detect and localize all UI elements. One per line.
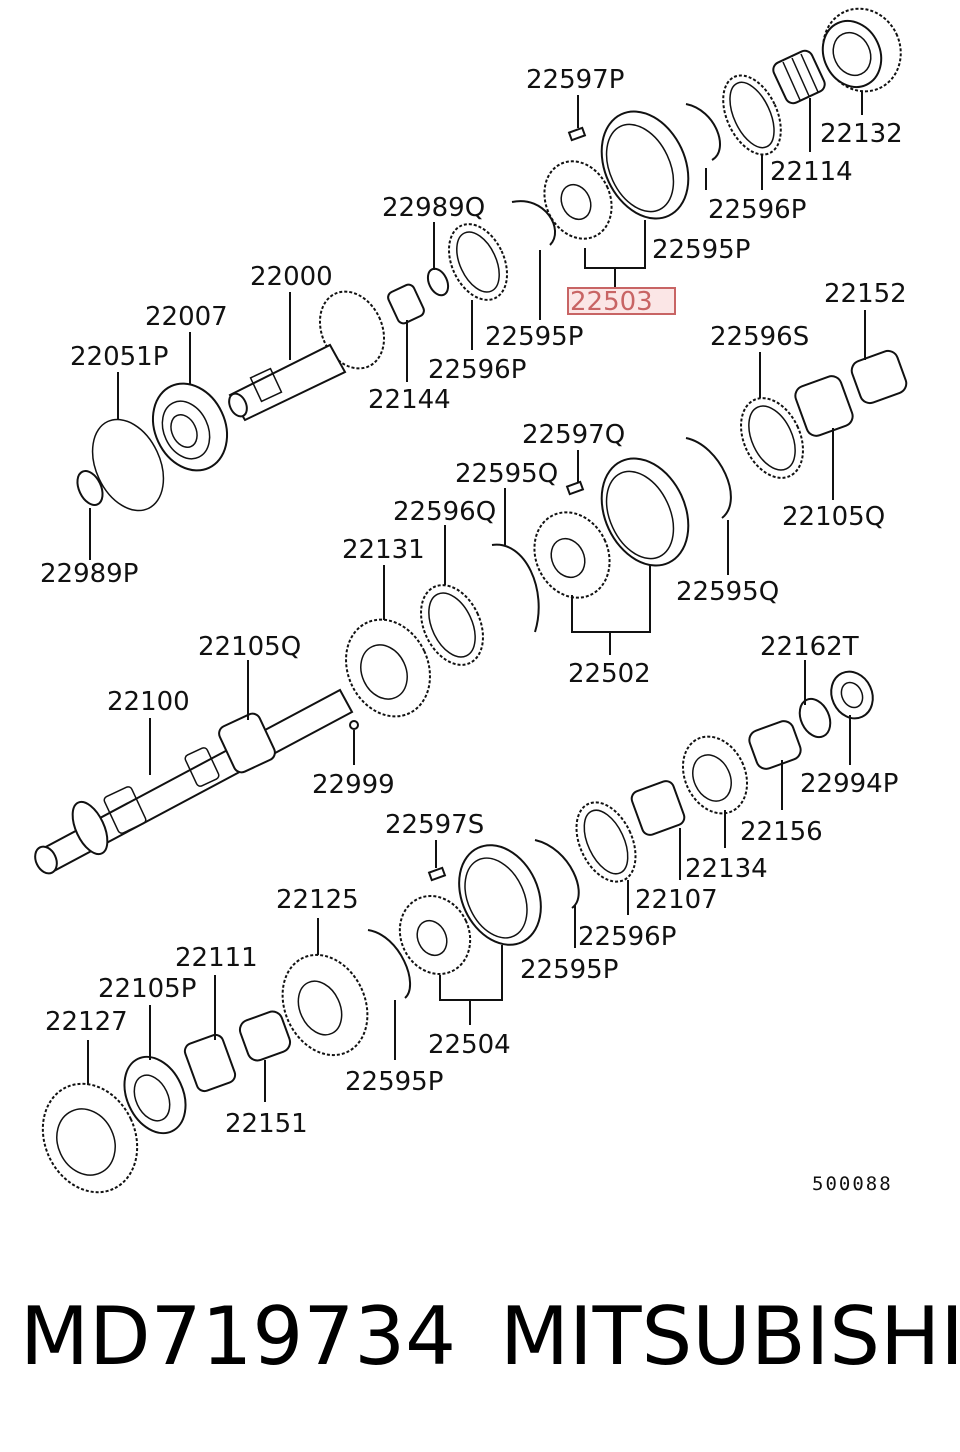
part-22134-gear xyxy=(681,735,749,815)
callout-22134: 22134 xyxy=(685,854,768,884)
callout-22156: 22156 xyxy=(740,817,823,847)
part-22151-bush xyxy=(238,1010,292,1062)
part-22596P-ring xyxy=(722,74,782,156)
callout-22504: 22504 xyxy=(428,1030,511,1060)
part-22596P-ring xyxy=(575,801,637,883)
callout-22502: 22502 xyxy=(568,659,651,689)
part-22131-gear xyxy=(345,618,431,718)
part-22595Q-spring xyxy=(491,543,540,633)
part-22595P-spring xyxy=(534,839,580,909)
callout-22503: 22503 xyxy=(570,287,653,317)
callout-22125: 22125 xyxy=(276,885,359,915)
callout-22597S: 22597S xyxy=(385,810,484,840)
callout-22989Q: 22989Q xyxy=(382,193,485,223)
part-22114-bearing xyxy=(772,49,826,105)
part-22502-sleeve xyxy=(600,457,690,567)
part-22132-gear xyxy=(821,7,902,93)
callout-22596Q: 22596Q xyxy=(393,497,496,527)
part-22597P-key xyxy=(567,126,587,142)
part-22596Q-ring xyxy=(420,584,484,666)
figure-code: 500088 xyxy=(812,1173,893,1195)
part-22162T-nut xyxy=(830,670,874,720)
part-number: MD719734 xyxy=(20,1290,457,1383)
callout-22051P: 22051P xyxy=(70,342,168,372)
callout-22595P: 22595P xyxy=(485,322,583,352)
part-22051P-ring xyxy=(91,418,165,512)
part-22107-bearing xyxy=(630,780,686,836)
callout-22132: 22132 xyxy=(820,119,903,149)
highlight-box xyxy=(567,287,676,315)
part-22156-bush xyxy=(748,720,802,770)
part-22502-hub xyxy=(533,511,611,599)
part-22596S-ring xyxy=(740,397,804,479)
part-22100-main-shaft xyxy=(34,688,354,875)
part-22595P-spring xyxy=(511,200,556,246)
callout-22595P: 22595P xyxy=(345,1067,443,1097)
callout-22597P: 22597P xyxy=(526,65,624,95)
part-22595P-spring xyxy=(367,929,411,999)
part-22144-bearing xyxy=(387,283,425,325)
part-22504-hub xyxy=(398,895,472,975)
callout-22595Q: 22595Q xyxy=(455,459,558,489)
part-22503-hub xyxy=(543,160,613,240)
part-22152-bush xyxy=(850,349,908,405)
callout-22596P: 22596P xyxy=(708,195,806,225)
callout-22000: 22000 xyxy=(250,262,333,292)
brand-name: MITSUBISHI xyxy=(500,1290,960,1383)
part-22597Q-key xyxy=(565,480,585,496)
callout-22989P: 22989P xyxy=(40,559,138,589)
callout-22127: 22127 xyxy=(45,1007,128,1037)
callout-22100: 22100 xyxy=(107,687,190,717)
part-22596P-ring xyxy=(447,223,509,301)
callout-22151: 22151 xyxy=(225,1109,308,1139)
part-22125-gear xyxy=(281,953,369,1057)
part-22597S-key xyxy=(427,866,447,882)
part-22595Q-spring xyxy=(685,437,732,519)
callout-22999: 22999 xyxy=(312,770,395,800)
callout-22596P: 22596P xyxy=(428,355,526,385)
leader-lines xyxy=(87,92,866,1102)
part-22989Q-snap-ring xyxy=(426,267,450,297)
part-22994P-washer xyxy=(798,697,832,739)
callout-22105P: 22105P xyxy=(98,974,196,1004)
callout-22114: 22114 xyxy=(770,157,853,187)
part-22504-sleeve xyxy=(458,844,542,946)
callout-22595P: 22595P xyxy=(520,955,618,985)
callout-22105Q: 22105Q xyxy=(198,632,301,662)
callout-22596S: 22596S xyxy=(710,322,809,352)
part-22503-sleeve xyxy=(600,110,690,220)
callout-22162T: 22162T xyxy=(760,632,859,662)
callout-22994P: 22994P xyxy=(800,769,898,799)
part-22000-input-shaft xyxy=(228,290,386,422)
product-title: MD719734 MITSUBISHI xyxy=(0,1290,960,1390)
callout-22144: 22144 xyxy=(368,385,451,415)
callout-labels: 22597P 22132 22114 22596P 22595P 22989Q … xyxy=(40,65,907,1195)
callout-22007: 22007 xyxy=(145,302,228,332)
callout-22595Q: 22595Q xyxy=(676,577,779,607)
callout-22107: 22107 xyxy=(635,885,718,915)
callout-22131: 22131 xyxy=(342,535,425,565)
exploded-parts-diagram: 22597P 22132 22114 22596P 22595P 22989Q … xyxy=(34,7,908,1195)
callout-22597Q: 22597Q xyxy=(522,420,625,450)
part-22127-gear xyxy=(41,1082,139,1194)
callout-22111: 22111 xyxy=(175,943,258,973)
part-22989P-snap-ring xyxy=(76,470,104,506)
part-22007-bearing xyxy=(152,382,228,472)
part-22999-ball xyxy=(349,720,359,730)
part-22105P-bearing xyxy=(123,1055,187,1135)
part-22595P-spring xyxy=(685,103,721,161)
part-22111-bearing xyxy=(183,1033,237,1093)
callout-22596P: 22596P xyxy=(578,922,676,952)
part-22105Q-bearing xyxy=(794,375,854,437)
callout-22152: 22152 xyxy=(824,279,907,309)
callout-22105Q: 22105Q xyxy=(782,502,885,532)
callout-22595P: 22595P xyxy=(652,235,750,265)
